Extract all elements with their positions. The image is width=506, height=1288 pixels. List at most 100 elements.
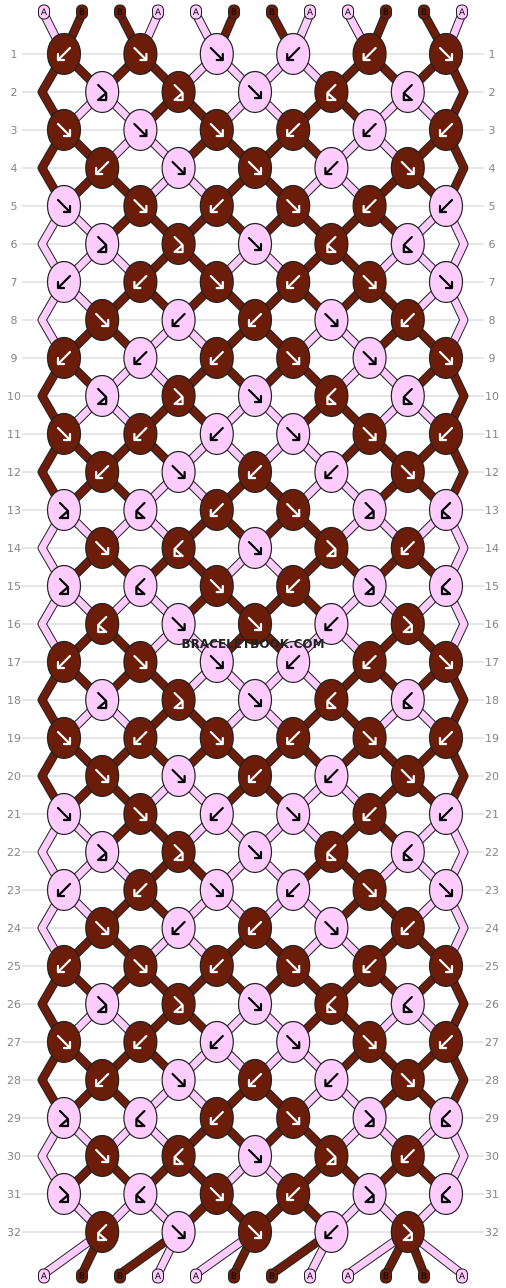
knot: [85, 222, 120, 266]
knot: [85, 678, 120, 722]
arrow-icon: [209, 882, 224, 898]
top-strand-label-badge: [228, 4, 240, 20]
knot: [352, 184, 387, 228]
arrow-icon: [402, 1223, 413, 1242]
bottom-strand-label-badge: [76, 1268, 88, 1284]
arrow-icon: [95, 920, 110, 936]
top-strand-label-badge: [342, 4, 354, 20]
top-strand-label-badge: [114, 4, 126, 20]
arrow-icon: [135, 1185, 146, 1204]
arrow-icon: [400, 1072, 415, 1088]
knot: [161, 830, 196, 874]
arrow-icon: [133, 882, 148, 898]
knot: [276, 564, 311, 608]
knot: [276, 184, 311, 228]
row-number-right: 22: [485, 846, 499, 859]
knot: [161, 1210, 196, 1254]
arrow-icon: [56, 350, 72, 366]
knot-body: [85, 70, 120, 114]
arrow-icon: [440, 1185, 452, 1204]
knot: [314, 830, 349, 874]
top-strand-label: A: [152, 4, 164, 20]
arrow-icon: [97, 843, 108, 862]
arrow-icon: [326, 691, 337, 710]
knot: [161, 450, 196, 494]
arrow-icon: [286, 198, 301, 214]
knot: [276, 488, 311, 532]
knot: [46, 1096, 82, 1140]
arrow-icon: [173, 843, 184, 862]
knot: [314, 70, 349, 114]
arrow-icon: [438, 350, 454, 366]
row-number-left: 14: [7, 542, 21, 555]
knot-body: [390, 374, 425, 418]
bottom-strand-label-badge: [228, 1268, 240, 1284]
bottom-strand-label-badge: [304, 1268, 316, 1284]
arrow-icon: [97, 235, 108, 254]
knot: [199, 564, 234, 608]
row-number-right: 9: [489, 352, 496, 365]
bottom-strand-label-badge: [456, 1268, 468, 1284]
top-strand-label-text: B: [117, 8, 123, 18]
row-number-right: 13: [485, 504, 499, 517]
knot-body: [161, 678, 196, 722]
knot: [123, 260, 158, 304]
knot: [352, 640, 387, 684]
knot: [276, 260, 311, 304]
row-number-left: 25: [7, 960, 21, 973]
knot-body: [161, 526, 196, 570]
top-strand-label-badge: [38, 4, 50, 20]
row-number-right: 21: [485, 808, 499, 821]
knot-body: [314, 374, 349, 418]
knot: [276, 640, 311, 684]
knot: [390, 830, 425, 874]
knot: [276, 32, 311, 76]
knot-body: [428, 564, 464, 608]
bottom-strand-label-badge: [380, 1268, 392, 1284]
knot: [85, 374, 120, 418]
row-number-left: 2: [11, 86, 18, 99]
knot: [85, 754, 120, 798]
knot: [352, 716, 387, 760]
knot-body: [161, 222, 196, 266]
knot-body: [390, 70, 425, 114]
knot: [237, 982, 273, 1026]
knot-body: [390, 1210, 425, 1254]
arrow-icon: [56, 730, 72, 746]
knot-body: [85, 830, 120, 874]
row-number-right: 20: [485, 770, 499, 783]
row-number-right: 17: [485, 656, 499, 669]
arrow-icon: [209, 654, 224, 670]
knot: [46, 944, 82, 988]
bottom-strand-label-badge: [114, 1268, 126, 1284]
knot: [428, 108, 464, 152]
arrow-icon: [173, 1147, 184, 1166]
row-number-right: 25: [485, 960, 499, 973]
arrow-icon: [133, 1034, 148, 1050]
knot: [199, 1020, 234, 1064]
row-number-right: 6: [489, 238, 496, 251]
row-number-right: 12: [485, 466, 499, 479]
knot: [428, 32, 464, 76]
knot: [46, 108, 82, 152]
arrow-icon: [97, 1223, 108, 1242]
arrow-icon: [95, 312, 110, 328]
row-number-left: 19: [7, 732, 21, 745]
knot: [161, 678, 196, 722]
knot: [390, 982, 425, 1026]
arrow-icon: [400, 540, 415, 556]
knot: [428, 336, 464, 380]
knot: [161, 602, 196, 646]
arrow-icon: [173, 387, 184, 406]
top-strand-label-badge: [190, 4, 202, 20]
knot: [276, 944, 311, 988]
row-number-left: 27: [7, 1036, 21, 1049]
knot: [352, 336, 387, 380]
knot: [276, 792, 311, 836]
arrow-icon: [209, 730, 224, 746]
arrow-icon: [95, 540, 110, 556]
arrow-icon: [56, 198, 72, 214]
knot: [390, 1134, 425, 1178]
top-strand-label-text: B: [269, 8, 275, 18]
